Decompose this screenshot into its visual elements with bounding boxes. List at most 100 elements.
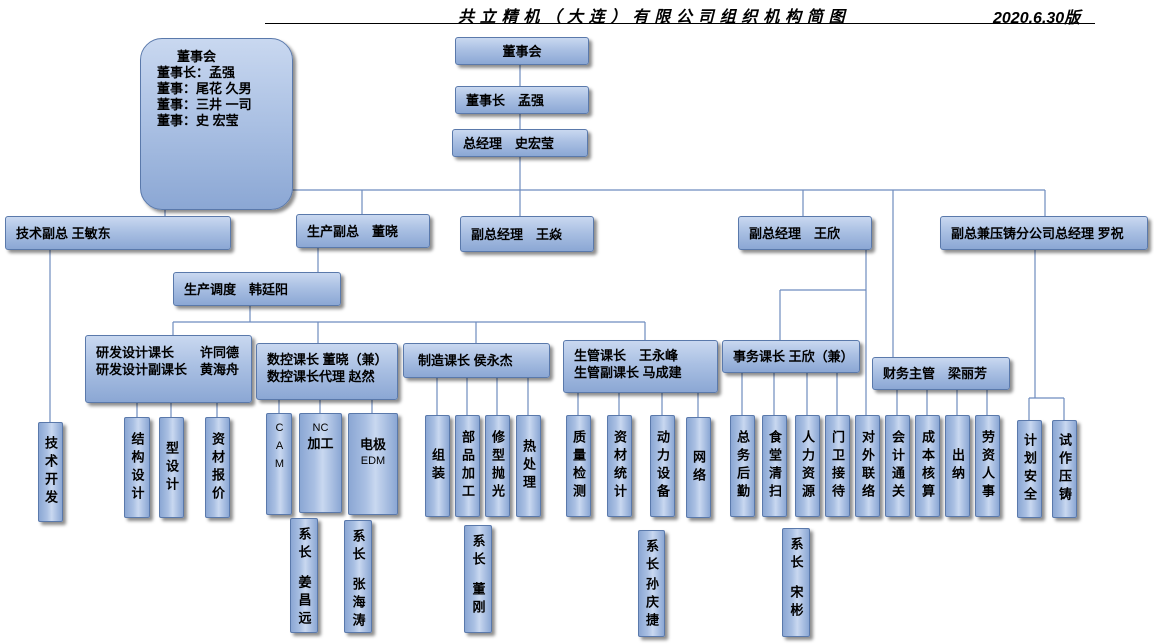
node-chairman: 董事长 孟强 [455,86,589,114]
chief-name: 董刚 [470,582,486,618]
unit-label: 修型抛光 [490,430,505,502]
node-diecast-vp: 副总兼压铸分公司总经理 罗祝 [940,216,1148,250]
node-deputy-gm-1: 副总经理 王焱 [460,216,594,252]
node-label: 副总经理 王焱 [471,226,563,242]
unit-label: 对外联络 [860,430,875,502]
node-nc-section: 数控课长 董晓（兼） 数控课长代理 赵然 [256,343,398,400]
unit-pc: 质量检测 [566,415,591,517]
connector-diecast [1028,250,1065,420]
chart-title: 共立精机（大连）有限公司组织机构简图 [458,9,851,26]
node-label: 技术副总 王敏东 [16,225,111,241]
connector-admin [779,250,867,415]
unit-label: 加工 [307,436,334,451]
connector-deputy-bus [164,189,1046,216]
chief-name: 张海涛 [350,577,366,631]
chief-box: 系长 孙庆捷 [638,530,665,637]
node-label: 制造课长 侯永杰 [418,353,513,368]
node-label: 董事长 孟强 [466,92,545,108]
connector-mfg-units [436,378,529,415]
node-label: 生管课长 王永峰 [574,348,679,363]
node-label: 研发设计副课长 黄海舟 [96,362,240,377]
node-rd-section: 研发设计课长 许同德 研发设计副课长 黄海舟 [85,335,252,403]
node-label: 研发设计课长 许同德 [96,345,240,360]
unit-label: 型设计 [164,440,179,495]
unit-label: 总务后勤 [735,430,750,502]
unit-label: NC [312,422,329,434]
node-label: 副总兼压铸分公司总经理 罗祝 [951,225,1124,241]
unit-label: 会计通关 [890,430,905,502]
unit-label: 成本核算 [920,430,935,502]
board-member: 董事长：孟强 [157,65,236,80]
node-label: 副总经理 王欣 [749,225,841,241]
node-production-dispatch: 生产调度 韩廷阳 [173,272,341,306]
chief-title: 系长 [296,527,312,563]
unit-pc: 动力设备 [650,415,675,517]
node-label: 数控课长 董晓（兼） [267,352,388,367]
unit-label: 劳资人事 [980,430,995,502]
unit-rd: 结构设计 [124,417,150,518]
unit-admin: 门卫接待 [825,415,850,517]
board-info-panel: 董事会 董事长：孟强 董事：尾花 久男 董事：三井 一司 董事：史 宏莹 [140,38,293,210]
node-label: 数控课长代理 赵然 [267,369,375,384]
unit-rd: 资材报价 [205,417,230,518]
unit-finance: 出纳 [945,415,970,517]
node-production-vp: 生产副总 董晓 [296,214,430,248]
unit-label: 电极 [359,437,386,452]
unit-pc: 资材统计 [607,415,632,517]
unit-rd: 型设计 [159,417,184,518]
unit-label: 质量检测 [571,430,586,502]
chief-name: 宋彬 [788,585,804,621]
chief-box: 系长 姜昌远 [290,518,318,633]
unit-label: 结构设计 [129,431,145,504]
connector-pc-units [577,393,699,417]
node-label: 生管副课长 马成建 [574,365,682,380]
board-member: 董事：尾花 久男 [157,81,252,96]
chief-box: 系长 张海涛 [344,520,372,633]
unit-label: 食堂清扫 [767,430,782,502]
unit-diecast: 试作压铸 [1052,420,1077,518]
unit-mfg: 热处理 [516,415,541,517]
node-mfg-section: 制造课长 侯永杰 [403,343,550,378]
node-label: 财务主管 梁丽芳 [883,366,988,381]
unit-nc-cam: CAM [266,413,292,515]
chief-title: 系长 [788,537,804,573]
unit-pc: 网络 [686,417,711,518]
chief-box: 系长 宋彬 [782,528,810,637]
unit-label: 部品加工 [460,430,475,502]
board-member: 董事：史 宏莹 [157,113,239,128]
unit-finance: 劳资人事 [975,415,1000,517]
unit-label: 热处理 [521,439,536,493]
node-label: 董事会 [502,43,542,59]
unit-nc-edm: 电极 EDM [348,413,398,515]
unit-label: 网络 [691,449,706,486]
chief-box: 系长 董刚 [464,525,492,633]
unit-admin: 人力资源 [795,415,820,517]
chief-title: 系长 [350,529,366,565]
unit-label: 动力设备 [655,430,670,502]
unit-finance: 会计通关 [885,415,910,517]
unit-mfg: 部品加工 [455,415,480,517]
unit-finance: 成本核算 [915,415,940,517]
unit-mfg: 修型抛光 [485,415,510,517]
node-finance-section: 财务主管 梁丽芳 [872,357,1010,390]
connector-finance-units [896,390,988,415]
unit-mfg: 组装 [425,415,450,517]
unit-admin: 食堂清扫 [762,415,787,517]
unit-label: 技术开发 [43,436,58,508]
unit-label: 计划安全 [1022,433,1037,505]
unit-tech-development: 技术开发 [38,422,63,522]
node-general-manager: 总经理 史宏莹 [452,129,588,157]
version-label: 2020.6.30版 [993,10,1081,27]
unit-label: EDM [360,455,386,467]
chief-name: 孙庆捷 [644,577,659,631]
unit-label: 资材报价 [210,431,225,504]
node-deputy-gm-2: 副总经理 王欣 [738,216,872,250]
unit-label: 试作压铸 [1057,433,1072,505]
node-admin-section: 事务课长 王欣（兼） [722,340,860,373]
unit-admin: 总务后勤 [730,415,755,517]
node-pc-section: 生管课长 王永峰 生管副课长 马成建 [563,340,718,393]
unit-diecast: 计划安全 [1017,420,1042,518]
connector-admin-units [741,373,838,415]
node-label: 生产副总 董晓 [307,223,399,239]
